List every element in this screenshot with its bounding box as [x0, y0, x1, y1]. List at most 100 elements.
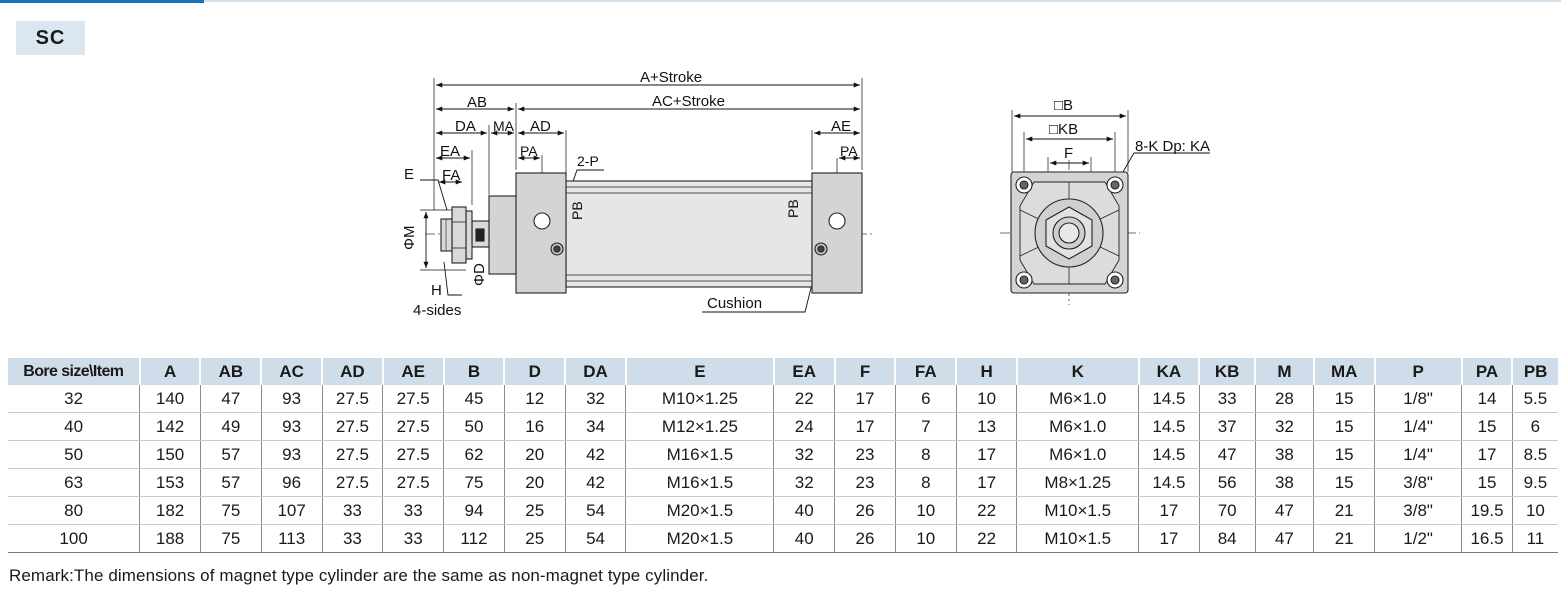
- table-cell: 113: [260, 524, 323, 553]
- table-cell: 10: [955, 385, 1017, 413]
- table-cell: 50: [8, 440, 140, 469]
- side-view-labels: A+Stroke AB AC+Stroke DA MA AD AE EA PA …: [401, 69, 858, 319]
- table-cell: 25: [503, 524, 566, 553]
- ma-label: MA: [493, 118, 515, 134]
- table-cell: 9.5: [1511, 468, 1558, 497]
- table-cell: 22: [773, 385, 835, 413]
- col-header: DA: [564, 358, 626, 385]
- table-cell: 3/8": [1374, 468, 1462, 497]
- table-cell: 27.5: [382, 385, 444, 413]
- table-cell: 1/2": [1374, 524, 1462, 553]
- table-cell: 25: [503, 496, 566, 525]
- table-cell: 22: [955, 524, 1017, 553]
- col-header: M: [1254, 358, 1314, 385]
- table-cell: 27.5: [321, 412, 383, 441]
- table-cell: 15: [1461, 412, 1513, 441]
- table-cell: 93: [260, 440, 323, 469]
- table-cell: M12×1.25: [625, 412, 774, 441]
- eight-k-label: 8-K Dp: KA: [1135, 138, 1210, 155]
- table-cell: 17: [834, 412, 896, 441]
- table-cell: 75: [199, 496, 262, 525]
- a-stroke-label: A+Stroke: [640, 69, 702, 86]
- col-header: P: [1373, 358, 1462, 385]
- table-cell: 32: [773, 468, 835, 497]
- table-cell: 188: [139, 524, 201, 553]
- table-cell: 15: [1461, 468, 1513, 497]
- col-header: FA: [894, 358, 957, 385]
- table-cell: 33: [1198, 385, 1256, 413]
- table-cell: 63: [8, 468, 140, 497]
- four-sides-label: 4-sides: [413, 302, 461, 319]
- table-cell: 34: [564, 412, 626, 441]
- table-cell: 5.5: [1511, 385, 1558, 413]
- pa-left-label: PA: [520, 143, 538, 159]
- table-cell: 17: [955, 440, 1017, 469]
- table-cell: 47: [1254, 524, 1314, 553]
- remark-note: Remark:The dimensions of magnet type cyl…: [9, 566, 709, 585]
- ad-label: AD: [530, 118, 551, 135]
- table-cell: 10: [894, 524, 957, 553]
- table-cell: 47: [1254, 496, 1314, 525]
- table-cell: 54: [564, 524, 626, 553]
- table-cell: 27.5: [321, 385, 383, 413]
- col-header: F: [833, 358, 896, 385]
- table-cell: 54: [564, 496, 626, 525]
- ac-stroke-label: AC+Stroke: [652, 93, 725, 110]
- table-cell: 8: [894, 468, 957, 497]
- dimension-table: Bore size\Item A AB AC AD AE B D DA E EA…: [8, 358, 1558, 553]
- table-cell: 33: [321, 524, 383, 553]
- table-cell: 45: [443, 385, 505, 413]
- phi-m-label: ΦM: [401, 226, 418, 250]
- table-cell: 24: [773, 412, 835, 441]
- table-cell: 8.5: [1511, 440, 1558, 469]
- e-label: E: [404, 166, 414, 183]
- table-cell: M16×1.5: [625, 468, 774, 497]
- table-cell: 142: [139, 412, 201, 441]
- table-cell: 57: [199, 468, 262, 497]
- table-cell: 27.5: [382, 440, 444, 469]
- table-cell: 17: [1138, 524, 1200, 553]
- table-cell: 21: [1313, 496, 1375, 525]
- table-header-row: Bore size\Item A AB AC AD AE B D DA E EA…: [8, 358, 1558, 385]
- table-cell: 1/8": [1374, 385, 1462, 413]
- col-header: MA: [1312, 358, 1375, 385]
- top-rule: [0, 0, 1561, 2]
- table-cell: 6: [1511, 412, 1558, 441]
- table-cell: 14.5: [1138, 412, 1200, 441]
- table-cell: M10×1.5: [1016, 496, 1139, 525]
- table-cell: 47: [199, 385, 262, 413]
- table-cell: 14.5: [1138, 440, 1200, 469]
- table-cell: 112: [443, 524, 505, 553]
- table-cell: 11: [1511, 524, 1558, 553]
- table-cell: M10×1.25: [625, 385, 774, 413]
- table-cell: 10: [894, 496, 957, 525]
- table-cell: M16×1.5: [625, 440, 774, 469]
- table-cell: 12: [503, 385, 566, 413]
- table-cell: 27.5: [321, 468, 383, 497]
- table-cell: 49: [199, 412, 262, 441]
- table-cell: 27.5: [382, 412, 444, 441]
- pb-right-label: PB: [785, 199, 801, 218]
- top-accent-bar: [0, 0, 204, 3]
- table-cell: 32: [1254, 412, 1314, 441]
- table-cell: M6×1.0: [1016, 440, 1139, 469]
- end-cover: [1010, 171, 1129, 294]
- table-cell: 10: [1511, 496, 1558, 525]
- table-cell: 93: [260, 385, 323, 413]
- table-cell: 70: [1198, 496, 1256, 525]
- cushion-label: Cushion: [707, 295, 762, 312]
- col-header: A: [138, 358, 201, 385]
- col-header: PA: [1460, 358, 1513, 385]
- table-cell: 20: [503, 468, 566, 497]
- table-cell: 38: [1254, 468, 1314, 497]
- two-p-label: 2-P: [577, 153, 599, 169]
- table-cell: 153: [139, 468, 201, 497]
- table-cell: 27.5: [321, 440, 383, 469]
- col-header: H: [955, 358, 1017, 385]
- col-header: K: [1015, 358, 1139, 385]
- table-cell: 33: [321, 496, 383, 525]
